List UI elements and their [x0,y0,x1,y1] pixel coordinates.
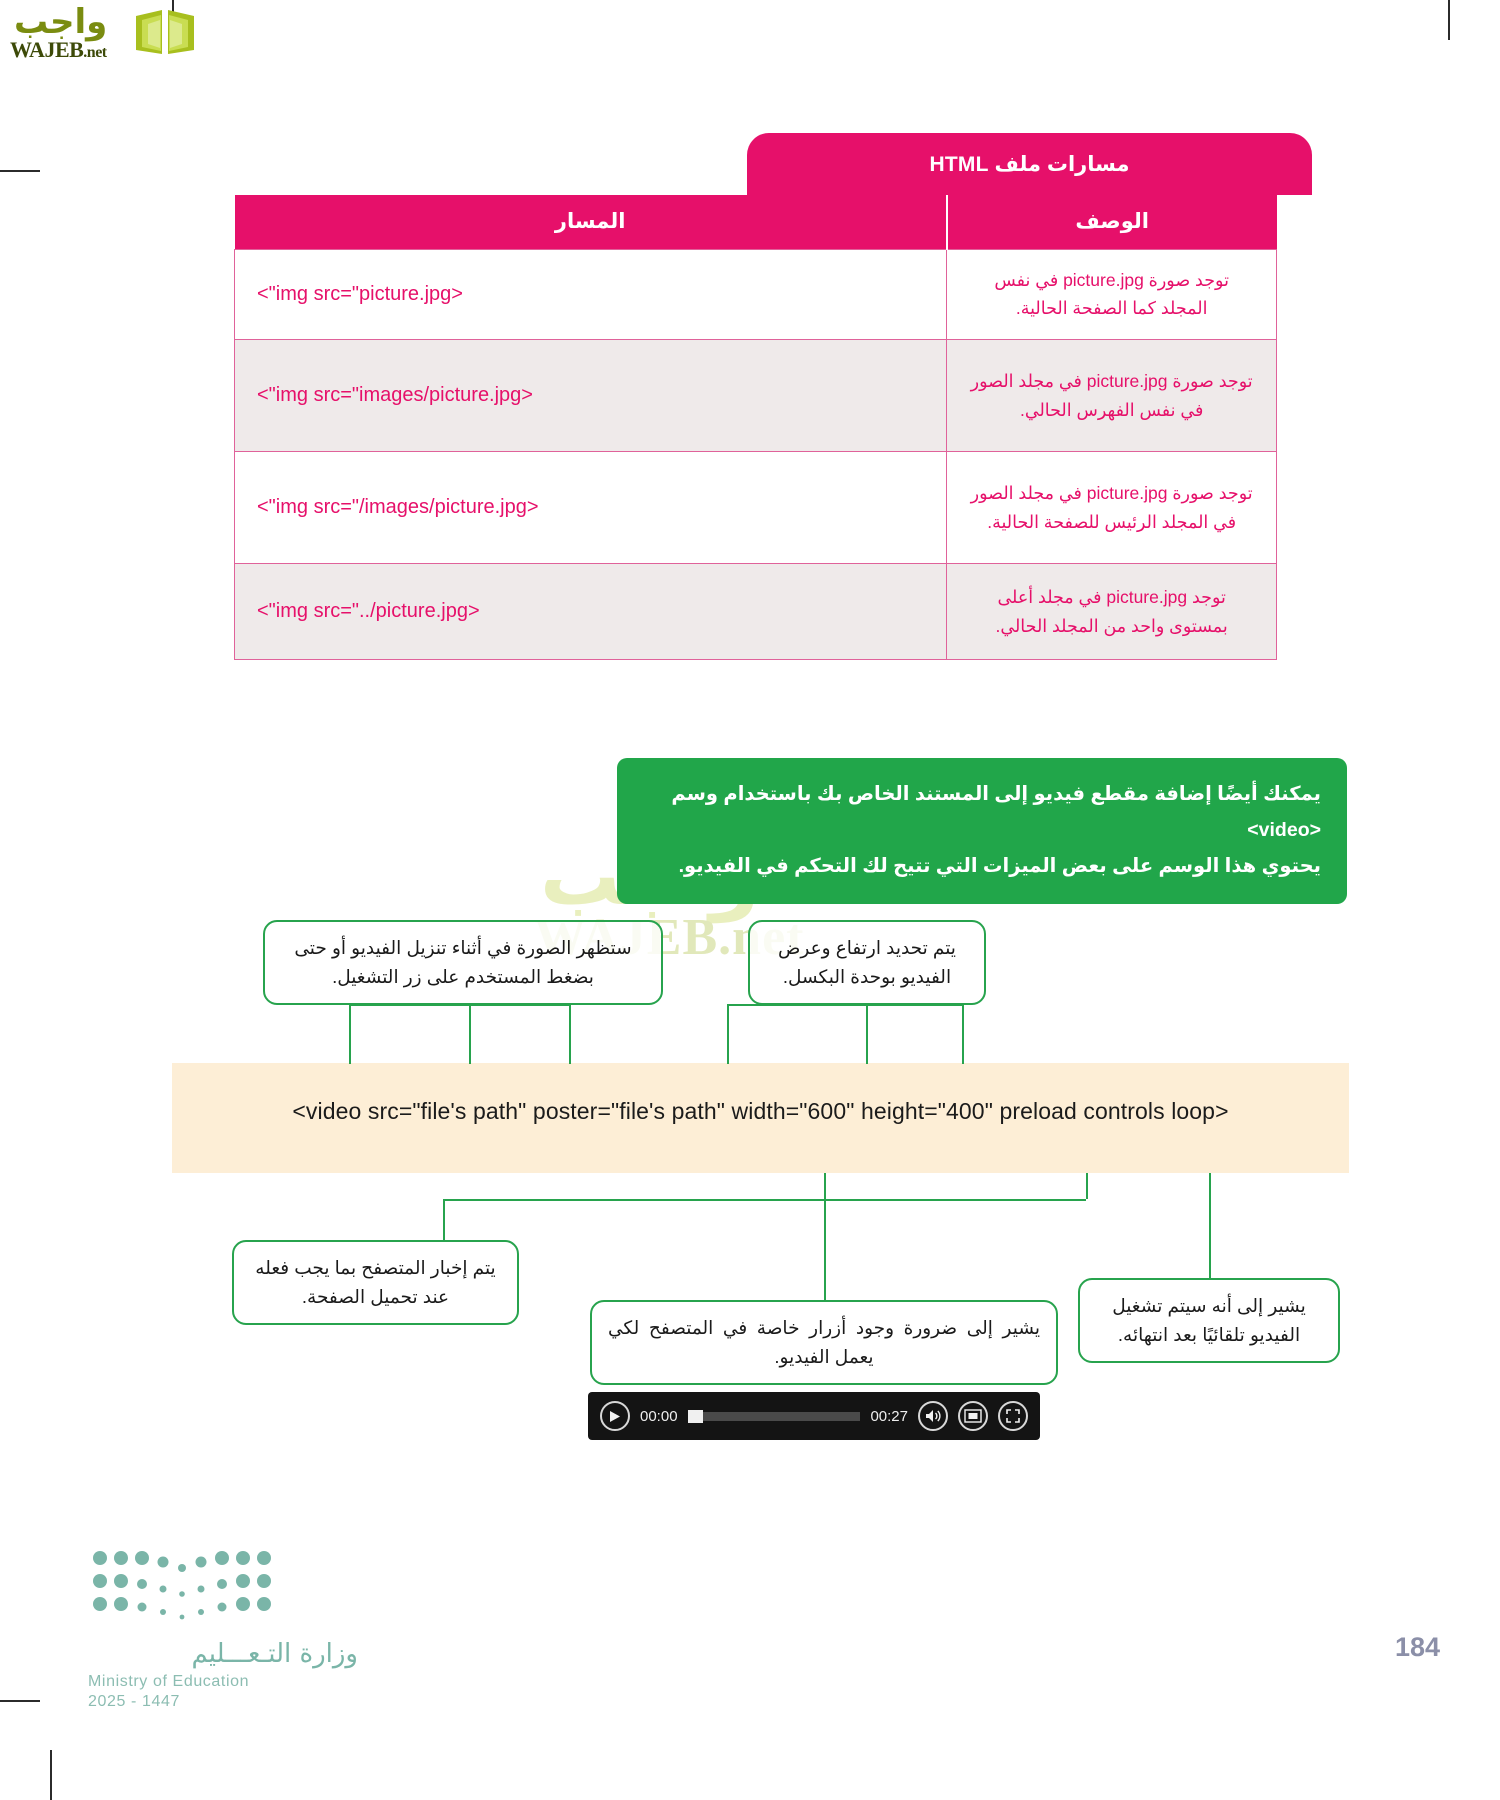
connector-line-preload [443,1199,445,1240]
video-tag-info-callout: يمكنك أيضًا إضافة مقطع فيديو إلى المستند… [617,758,1347,905]
connector-line-poster [469,1006,471,1064]
column-header-description: الوصف [945,195,1277,249]
video-tag-code: <video src="file's path" poster="file's … [292,1098,1229,1124]
connector-line-controls [824,1173,826,1300]
connector-line-size [727,1004,729,1064]
html-paths-table: الوصف المسار توجد صورة picture.jpg في نف… [233,195,1277,661]
connector-line-size [962,1004,964,1064]
table-row: توجد صورة picture.jpg في نفس المجلد كما … [233,248,1277,341]
seek-bar[interactable] [687,1409,861,1423]
volume-button[interactable] [918,1401,948,1431]
code-highlight-band [172,1063,1349,1173]
column-header-path: المسار [234,195,947,249]
wajeb-logo-arabic: واجب [14,2,108,42]
total-time-label: 00:27 [870,1407,908,1425]
wajeb-logo: واجب WAJEB.net [6,2,206,64]
seek-handle[interactable] [687,1409,703,1423]
table-row: توجد صورة picture.jpg في مجلد الصور في ا… [233,451,1277,565]
connector-line-poster [349,1004,351,1064]
connector-line-preload [443,1199,1086,1201]
ministry-of-education-logo: وزارة التـعـــليم Ministry of Education … [88,1548,358,1711]
connector-line-size [866,1006,868,1064]
table-row: توجد picture.jpg في مجلد أعلى بمستوى واح… [233,563,1277,661]
ministry-name-english: Ministry of Education [88,1673,250,1690]
picture-in-picture-button[interactable] [958,1401,988,1431]
cell-description: توجد صورة picture.jpg في مجلد الصور في ا… [946,451,1277,565]
crop-mark [0,1700,40,1702]
cell-description: توجد صورة picture.jpg في مجلد الصور في ن… [946,339,1277,453]
connector-line-poster [349,1004,571,1006]
connector-line-size [866,1004,962,1006]
crop-mark [0,170,40,172]
cell-description: توجد picture.jpg في مجلد أعلى بمستوى واح… [946,563,1277,661]
moe-dots-emblem [93,1551,271,1620]
note-size-attribute: يتم تحديد ارتفاع وعرض الفيديو بوحدة البك… [748,920,986,1006]
wajeb-logo-latin-text: WAJEB [10,37,84,62]
note-loop-attribute: يشير إلى أنه سيتم تشغيل الفيديو تلقائيًا… [1078,1278,1340,1364]
open-book-icon [136,10,194,54]
current-time-label: 00:00 [640,1407,678,1425]
table-header-row: الوصف المسار [234,195,1277,249]
wajeb-logo-tld: .net [83,44,107,61]
fullscreen-icon [1006,1409,1020,1423]
table-row: توجد صورة picture.jpg في مجلد الصور في ن… [233,339,1277,453]
connector-line-size [727,1004,866,1006]
cell-path: <"img src="/images/picture.jpg> [233,451,948,565]
table-title: مسارات ملف HTML [747,133,1312,195]
cell-path: <"img src="picture.jpg> [233,248,948,341]
volume-icon [926,1410,941,1422]
play-button[interactable] [600,1401,630,1431]
ministry-year: 2025 - 1447 [88,1693,181,1710]
wajeb-logo-latin: WAJEB.net [10,37,107,63]
connector-line-preload [1086,1173,1088,1199]
cell-path: <"img src="images/picture.jpg> [233,339,948,453]
callout-line-1: يمكنك أيضًا إضافة مقطع فيديو إلى المستند… [671,783,1321,842]
crop-mark [50,1750,52,1800]
callout-line-2: يحتوي هذا الوسم على بعض الميزات التي تتي… [678,855,1321,878]
play-icon [610,1410,620,1422]
cell-description: توجد صورة picture.jpg في نفس المجلد كما … [946,248,1277,341]
note-preload-attribute: يتم إخبار المتصفح بما يجب فعله عند تحميل… [232,1240,519,1326]
note-poster-attribute: ستظهر الصورة في أثناء تنزيل الفيديو أو ح… [263,920,663,1006]
fullscreen-button[interactable] [998,1401,1028,1431]
page-number: 184 [1394,1632,1440,1662]
connector-line-loop [1209,1173,1211,1278]
note-controls-attribute: يشير إلى ضرورة وجود أزرار خاصة في المتصف… [590,1300,1058,1386]
connector-line-poster [569,1004,571,1064]
cell-path: <"img src="../picture.jpg> [233,563,948,661]
ministry-name-arabic: وزارة التـعـــليم [191,1639,358,1669]
video-player-controls[interactable]: 00:00 00:27 [588,1392,1040,1440]
crop-mark [1448,0,1450,40]
picture-in-picture-icon [964,1409,982,1423]
